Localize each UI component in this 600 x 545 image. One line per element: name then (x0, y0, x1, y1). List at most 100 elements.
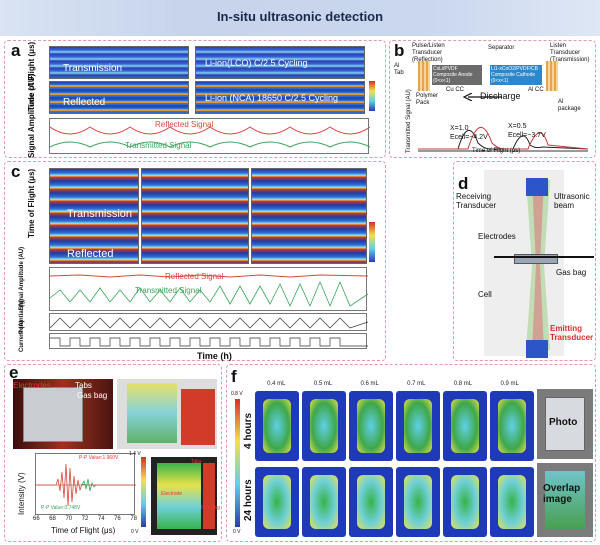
panel-b-xlabel: Time of Flight (μs) (472, 148, 521, 154)
f-map-inner (498, 475, 526, 529)
panel-a-signal-waves (50, 126, 370, 148)
f-map-inner (357, 399, 385, 453)
c-reflected-text: Reflected (67, 248, 114, 260)
f-map-inner (310, 399, 338, 453)
receiving-text: Receiving Transducer (456, 192, 497, 210)
panel-b: b Pulse/Listen Transducer (Reflection) L… (389, 40, 596, 158)
reflected-text: Reflected (63, 97, 106, 108)
f-vol-0: 0.4 mL (267, 381, 286, 387)
f-map-0-4 (443, 391, 487, 461)
e2-text: Ecell=~3.7V (508, 132, 546, 139)
reflected-signal-text: Reflected Signal (155, 120, 214, 129)
gas-bag-line (494, 256, 594, 258)
heatmap-lco-transmission (49, 46, 189, 79)
c-transmitted-signal-text: Transmitted Signal (135, 286, 202, 295)
f-map-inner (310, 475, 338, 529)
e-ylabel: Intensity (V) (17, 472, 26, 515)
panel-d: d Receiving Transducer Ultrasonic beam E… (453, 161, 596, 361)
e-xticks: 66 68 70 72 74 76 78 (33, 516, 137, 522)
colorbar-a (369, 81, 375, 111)
potential-trace (50, 317, 368, 329)
e-overlay (117, 379, 217, 449)
e-xtick-66: 66 (33, 516, 40, 522)
e-xtick-76: 76 (114, 516, 121, 522)
al-tab-text: Al Tab (394, 63, 404, 76)
f-vol-4: 0.8 mL (453, 381, 473, 387)
colorbar-c (369, 222, 375, 262)
heatmap-nca-transmission (195, 46, 365, 79)
right-transducer-block (546, 61, 558, 91)
cell-text: Cell (478, 290, 492, 299)
f-map-inner (263, 475, 291, 529)
e-electrode2-text: Electrode (161, 491, 183, 497)
e-tabs-text: Tabs (75, 381, 92, 390)
heatmap-nca-reflected (195, 81, 365, 114)
e-xtick-78: 78 (130, 516, 137, 522)
f-row2-label: 24 hours (243, 479, 254, 521)
discharge-arrow (462, 93, 502, 101)
left-transducer-text: Pulse/Listen Transducer (Reflection) (412, 43, 445, 63)
f-map-0-0 (255, 391, 299, 461)
nca-cycling-text: Li-ion (NCA) 18650 C/2.5 Cycling (205, 93, 339, 103)
panel-c-label: c (11, 162, 21, 181)
e-signal-box (35, 453, 136, 515)
f-map-inner (357, 475, 385, 529)
e-scale-top: 1.4 V (129, 451, 141, 457)
heatmap-c-2 (141, 168, 249, 264)
f-map-1-3 (396, 467, 440, 537)
e-tabs2-text: Tabs (191, 459, 202, 465)
anode-text: CxLi/PVDF Composite Anode (0<x<1) (433, 66, 473, 84)
e-xlabel: Time of Flight (μs) (51, 526, 116, 535)
f-scale-bot: 0 V (233, 529, 241, 535)
f-map-1-2 (349, 467, 393, 537)
e-xtick-72: 72 (81, 516, 89, 522)
page-title: In-situ ultrasonic detection (216, 9, 384, 24)
receiving-transducer-block (526, 178, 548, 196)
f-map-0-3 (396, 391, 440, 461)
heatmap-lco-reflected (49, 81, 189, 114)
e-xtick-68: 68 (49, 516, 56, 522)
panel-e-label: e (9, 363, 19, 382)
heatmap-c-1 (49, 168, 139, 264)
panel-a-ylabel-bottom: Signal Amplitude (AU) (27, 73, 36, 158)
panel-b-ylabel: Transmitted Signal (AU) (406, 89, 412, 153)
panel-a-label: a (11, 41, 21, 60)
panel-c: c Time of Flight (μs) Transmission Refle… (4, 161, 386, 361)
x1-text: X=1.0 (450, 125, 469, 132)
emitting-transducer-block (526, 340, 548, 358)
panel-b-label: b (394, 41, 405, 60)
f-map-1-1 (302, 467, 346, 537)
c-transmission-text: Transmission (67, 208, 132, 220)
f-map-inner (263, 399, 291, 453)
separator-text: Separator (488, 45, 515, 51)
f-scale-top: 0.8 V (231, 391, 243, 397)
e-xtick-74: 74 (97, 516, 105, 522)
f-map-inner (404, 399, 432, 453)
f-map-inner (498, 399, 526, 453)
header-banner: In-situ ultrasonic detection (0, 0, 600, 36)
discharge-text: Discharge (480, 91, 521, 101)
e-gasbag2-text: Gas bag (201, 505, 220, 511)
f-overlap (537, 463, 593, 537)
f-map-1-4 (443, 467, 487, 537)
e-peak2-text: P-P Value:0.748V (41, 505, 81, 511)
polymer-pack-text: Polymer Pack (416, 93, 439, 106)
e-xtick-70: 70 (65, 516, 73, 522)
f-vol-3: 0.7 mL (407, 381, 426, 387)
f-map-inner (451, 475, 479, 529)
panel-c-potential-box (49, 313, 368, 331)
d-gasbag-text: Gas bag (556, 268, 587, 277)
f-maps-grid (255, 391, 535, 537)
f-map-0-2 (349, 391, 393, 461)
f-volume-labels: 0.4 mL 0.5 mL 0.6 mL 0.7 mL 0.8 mL 0.9 m… (253, 381, 533, 387)
panel-c-signal-box (49, 267, 368, 311)
f-scalebar (235, 399, 240, 527)
anode-block (432, 65, 482, 85)
f-overlap-text: Overlap image (543, 483, 581, 505)
heatmap-c-3 (251, 168, 367, 264)
f-map-0-1 (302, 391, 346, 461)
panel-f: f 0.4 mL 0.5 mL 0.6 mL 0.7 mL 0.8 mL 0.9… (226, 364, 596, 542)
e1-text: Ecell=~4.2V (450, 134, 488, 141)
right-transducer-text: Listen Transducer (Transmission) (550, 43, 590, 63)
f-photo (537, 389, 593, 459)
